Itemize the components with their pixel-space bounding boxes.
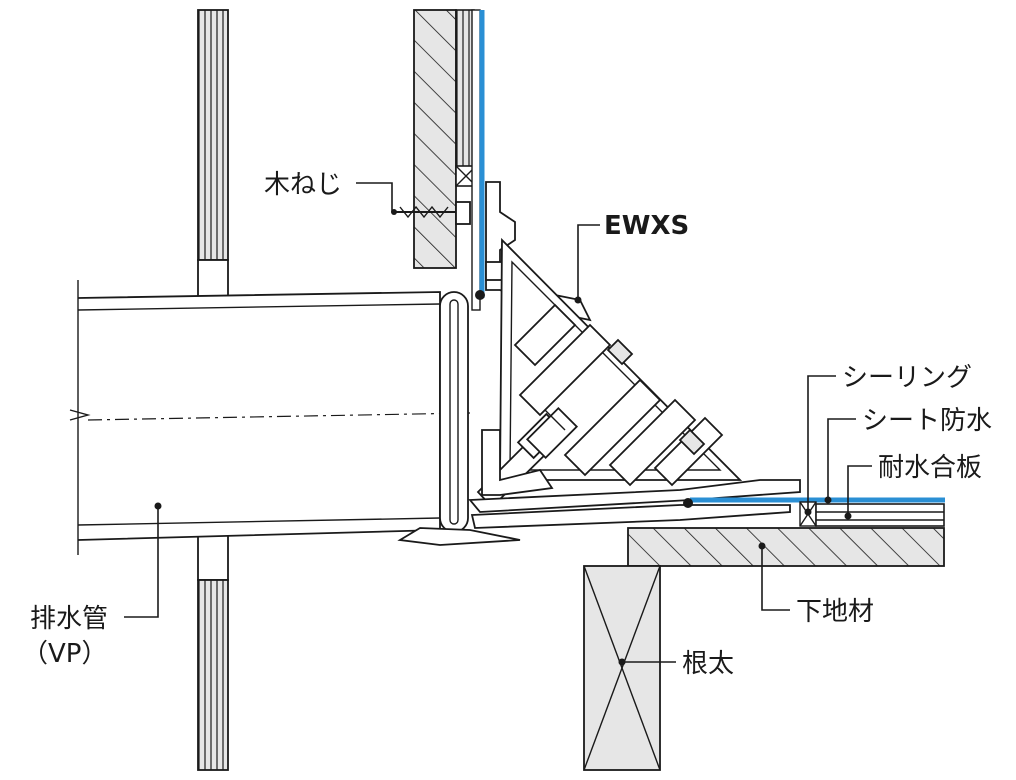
joist [583,565,661,771]
label-substrate: 下地材 [796,597,874,627]
label-sheet-waterproofing: シート防水 [862,406,992,436]
pipe-gasket [439,291,469,533]
label-sealing: シーリング [842,363,972,393]
label-wood-screw: 木ねじ [264,170,342,200]
ewxs-body [476,237,743,509]
upper-wall [413,9,485,311]
label-waterproof-plywood: 耐水合板 [878,453,982,483]
body-slots [513,303,724,487]
leaders [124,182,872,666]
label-product: EWXS [604,211,689,241]
label-drain-pipe-material: （VP） [22,639,107,669]
label-drain-pipe: 排水管 [30,604,108,634]
label-joist: 根太 [682,649,734,679]
wood-screw [391,201,471,225]
substrate-board [627,527,945,567]
drain-pipe [69,280,471,555]
